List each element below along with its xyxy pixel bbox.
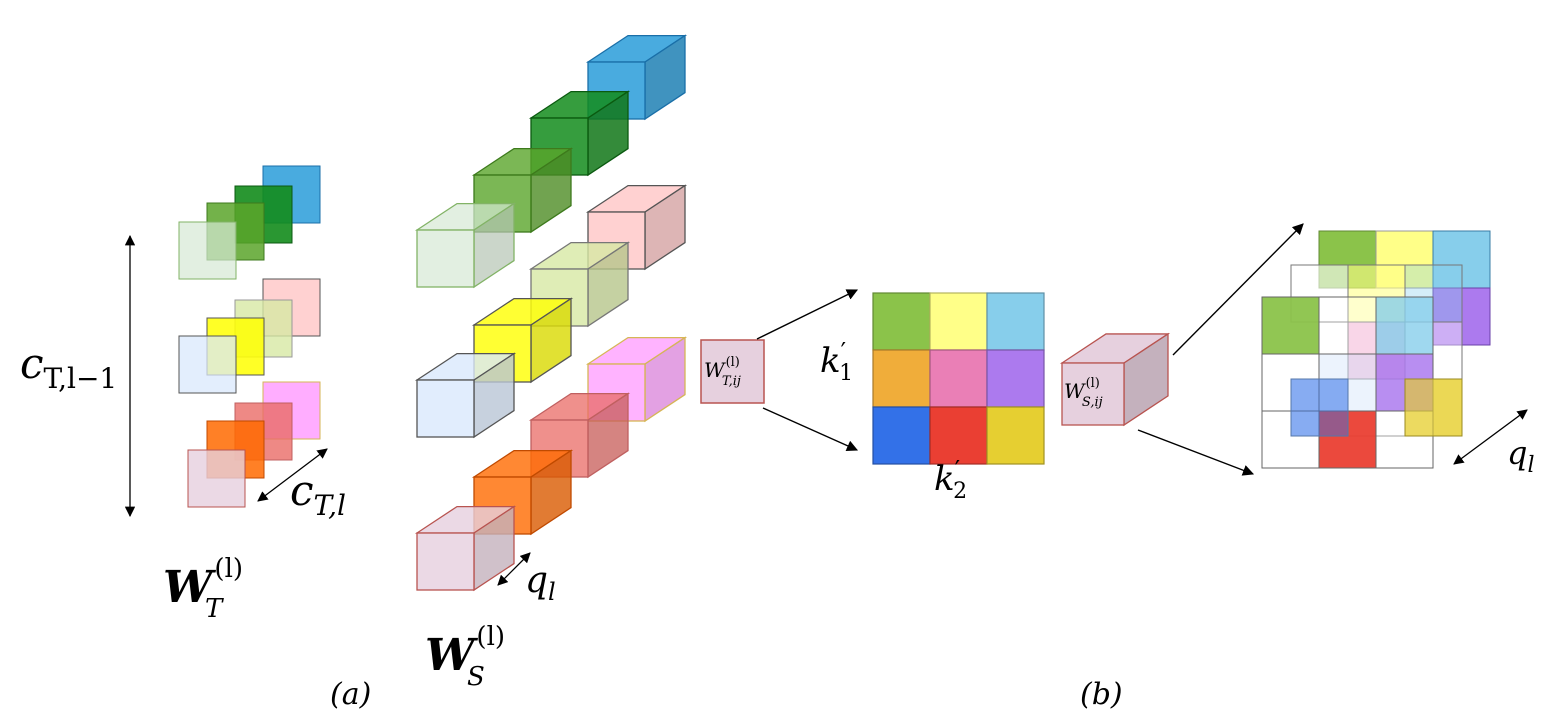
- stack-cell: [1375, 296, 1434, 355]
- label-w-t: W(l)T: [163, 554, 243, 624]
- kernel-cell: [929, 292, 988, 351]
- ws-ij-cube-shape: [1059, 332, 1171, 427]
- kernel-cell: [929, 349, 988, 408]
- kernel-cell: [872, 292, 931, 351]
- stack-cell: [1261, 296, 1320, 355]
- arrow-to-stack-top: [1172, 223, 1304, 356]
- ws-cube: [414, 505, 517, 592]
- ws-cube: [585, 34, 688, 121]
- c-t-l-arrow: [257, 448, 328, 502]
- label-w-s-ij: W(l)S,ij: [1064, 376, 1103, 410]
- label-k1: k′1: [820, 338, 853, 386]
- arrow-to-grid-bottom: [762, 407, 859, 452]
- label-w-t-ij: W(l)T,ij: [704, 355, 741, 389]
- wt-group-bottom: [187, 381, 321, 508]
- kernel-grid: [872, 292, 1045, 465]
- kernel-stack: [1261, 230, 1491, 469]
- kernel-cell: [872, 349, 931, 408]
- kernel-cell: [872, 406, 931, 465]
- q-l-arrow-a: [497, 552, 531, 586]
- label-c-t-l: cT,l: [290, 466, 346, 522]
- label-q-l-a: ql: [525, 560, 556, 606]
- panel-label-b: (b): [1080, 677, 1123, 712]
- panel-label-a: (a): [330, 677, 371, 712]
- ws-cube-stack: [414, 34, 688, 592]
- wt-group-top: [178, 165, 321, 280]
- label-k2: k′2: [934, 456, 967, 504]
- kernel-cell: [986, 406, 1045, 465]
- stack-cell: [1290, 378, 1349, 437]
- wt-square: [187, 449, 246, 508]
- kernel-cell: [929, 406, 988, 465]
- ws-cube: [471, 449, 574, 536]
- wt-ij-square: [700, 339, 765, 404]
- kernel-cell: [986, 349, 1045, 408]
- ws-cube: [414, 202, 517, 289]
- arrow-to-grid-top: [756, 289, 859, 340]
- arrow-to-stack-bottom: [1137, 429, 1255, 476]
- stack-cell: [1318, 296, 1377, 355]
- wt-square: [178, 335, 237, 394]
- label-w-s: W(l)S: [425, 622, 505, 692]
- ws-ij-cube: [1059, 332, 1171, 427]
- stack-cell: [1404, 378, 1463, 437]
- label-c-t-l-minus-1: cT,l−1: [20, 339, 117, 395]
- kernel-cell: [986, 292, 1045, 351]
- wt-group-middle: [178, 278, 321, 394]
- ws-cube: [414, 352, 517, 439]
- q-l-arrow-b: [1453, 409, 1528, 465]
- label-q-l-b: ql: [1507, 434, 1535, 478]
- wt-square: [178, 221, 237, 280]
